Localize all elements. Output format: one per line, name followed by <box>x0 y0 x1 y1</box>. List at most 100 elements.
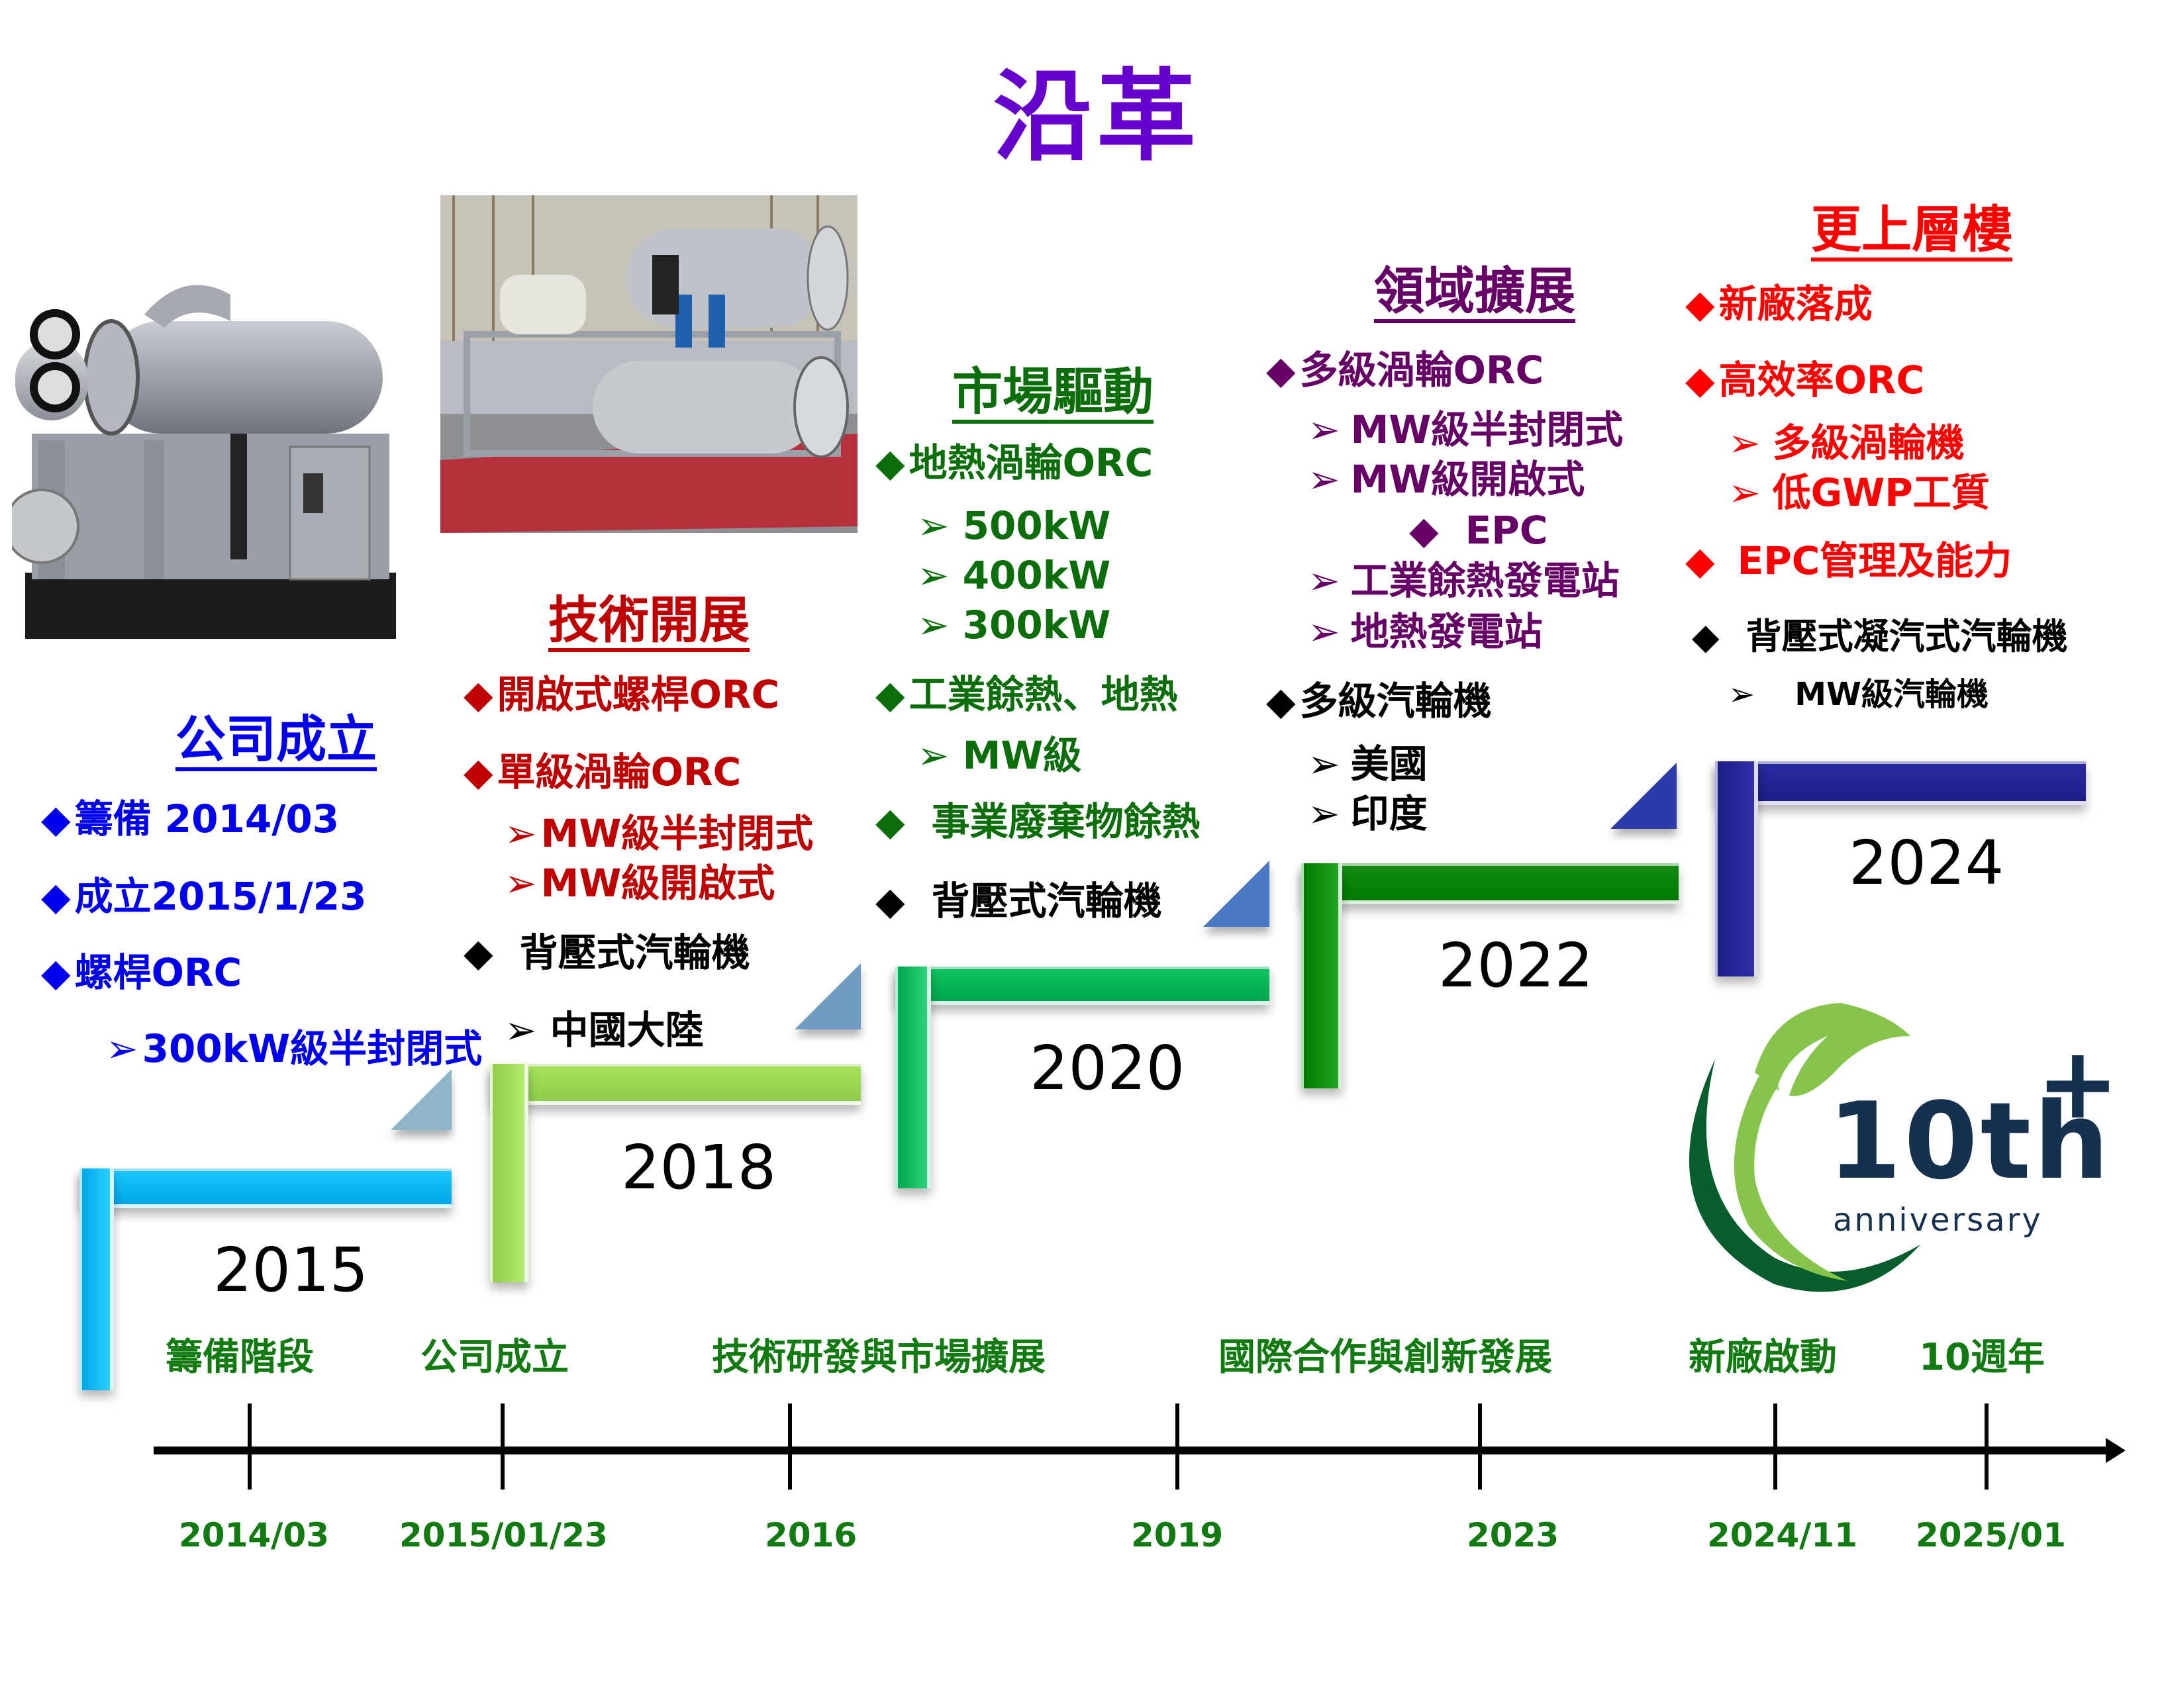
arrow-bullet-icon: ➢ <box>1308 609 1340 654</box>
market-subitem-2: ➢400kW <box>917 553 1111 598</box>
step-2018-horizontal <box>490 1064 861 1105</box>
diamond-bullet-icon: ◆ <box>875 672 905 717</box>
phase-label-5: 新廠啟動 <box>1689 1336 1837 1379</box>
step-2020-horizontal <box>895 967 1269 1005</box>
founding-item-2: ◆成立2015/1/23 <box>41 874 367 919</box>
badge-plus: + <box>2036 1026 2120 1141</box>
step-2015-vertical <box>79 1168 114 1390</box>
arrow-bullet-icon: ➢ <box>1728 420 1761 465</box>
arrow-bullet-icon: ➢ <box>505 1008 537 1053</box>
arrow-bullet-icon: ➢ <box>505 811 537 856</box>
phase-label-3: 技術研發與市場擴展 <box>712 1336 1046 1379</box>
expansion-subitem-4: ➢地熱發電站 <box>1308 609 1543 654</box>
expansion-item-1: ◆多級渦輪ORC <box>1266 348 1544 393</box>
founding-item-1: ◆籌備 2014/03 <box>41 796 340 841</box>
tech-item-3: ◆背壓式汽輪機 <box>464 930 750 975</box>
section-title-tech: 技術開展 <box>548 591 750 649</box>
diamond-bullet-icon: ◆ <box>1685 538 1715 583</box>
founding-subitem-1: ➢300kW級半封閉式 <box>106 1026 483 1071</box>
arrow-bullet-icon: ➢ <box>917 503 950 548</box>
date-label-7: 2025/01 <box>1916 1516 2067 1554</box>
expansion-subitem-6: ➢印度 <box>1308 791 1428 836</box>
arrow-bullet-icon: ➢ <box>1728 470 1761 515</box>
step-riser-triangle-1 <box>391 1069 452 1130</box>
orc-unit-photo-1 <box>12 261 413 652</box>
section-title-founding: 公司成立 <box>175 710 377 769</box>
expansion-item-2: ◆EPC <box>1409 508 1548 553</box>
arrow-bullet-icon: ➢ <box>1308 791 1340 836</box>
expansion-item-3: ◆多級汽輪機 <box>1266 679 1492 724</box>
arrow-bullet-icon: ➢ <box>1308 741 1340 786</box>
arrow-bullet-icon: ➢ <box>1308 457 1340 502</box>
step-year-2015: 2015 <box>213 1235 369 1305</box>
timeline-tick <box>1773 1403 1777 1490</box>
higher-item-2: ◆高效率ORC <box>1685 357 1925 403</box>
diamond-bullet-icon: ◆ <box>464 930 493 975</box>
badge-sub-text: anniversary <box>1833 1202 2043 1239</box>
diamond-bullet-icon: ◆ <box>1692 616 1720 657</box>
higher-item-3: ◆EPC管理及能力 <box>1685 538 2012 583</box>
arrow-bullet-icon: ➢ <box>1308 558 1340 603</box>
step-year-2022: 2022 <box>1438 930 1594 1001</box>
step-year-2018: 2018 <box>621 1132 777 1203</box>
step-2024-vertical <box>1715 761 1758 976</box>
higher-subitem-3: ➢MW級汽輪機 <box>1728 676 1989 713</box>
orc-unit-photo-2 <box>440 195 858 533</box>
diamond-bullet-icon: ◆ <box>1409 508 1439 553</box>
higher-item-1: ◆新廠落成 <box>1685 281 1873 326</box>
diamond-bullet-icon: ◆ <box>464 749 493 794</box>
step-year-2024: 2024 <box>1849 828 2004 898</box>
diamond-bullet-icon: ◆ <box>1266 679 1296 724</box>
diamond-bullet-icon: ◆ <box>875 878 905 924</box>
step-2024-horizontal <box>1715 761 2086 805</box>
phase-label-1: 籌備階段 <box>166 1336 314 1379</box>
diamond-bullet-icon: ◆ <box>41 874 71 919</box>
arrow-bullet-icon: ➢ <box>917 602 950 647</box>
arrow-bullet-icon: ➢ <box>1308 407 1340 452</box>
anniversary-badge: 10th + anniversary <box>1669 980 2120 1324</box>
timeline-tick <box>1478 1403 1482 1490</box>
page-title: 沿革 <box>993 60 1201 175</box>
arrow-bullet-icon: ➢ <box>1728 676 1755 713</box>
diamond-bullet-icon: ◆ <box>1685 281 1715 326</box>
step-2022-horizontal <box>1301 863 1679 904</box>
diamond-bullet-icon: ◆ <box>41 796 71 841</box>
leaf-ring-icon <box>1689 1003 1920 1292</box>
founding-item-3: ◆螺桿ORC <box>41 950 242 995</box>
date-label-3: 2016 <box>765 1516 858 1554</box>
market-item-1: ◆地熱渦輪ORC <box>875 440 1154 485</box>
date-label-1: 2014/03 <box>179 1516 330 1554</box>
timeline-tick <box>501 1403 505 1490</box>
date-label-2: 2015/01/23 <box>399 1516 608 1554</box>
step-2020-vertical <box>895 967 931 1188</box>
tech-subitem-3: ➢中國大陸 <box>505 1008 704 1053</box>
tech-item-1: ◆開啟式螺桿ORC <box>464 672 780 717</box>
timeline-arrow-head-icon <box>2106 1438 2126 1463</box>
arrow-bullet-icon: ➢ <box>106 1026 138 1071</box>
expansion-subitem-5: ➢美國 <box>1308 741 1428 786</box>
diamond-bullet-icon: ◆ <box>1685 357 1715 403</box>
diamond-bullet-icon: ◆ <box>41 950 71 995</box>
step-riser-triangle-4 <box>1610 763 1677 829</box>
timeline-tick <box>788 1403 792 1490</box>
date-label-4: 2019 <box>1131 1516 1224 1554</box>
higher-subitem-2: ➢低GWP工質 <box>1728 470 1990 515</box>
market-item-2: ◆工業餘熱、地熱 <box>875 672 1178 717</box>
market-item-4: ◆背壓式汽輪機 <box>875 878 1162 924</box>
step-2022-vertical <box>1301 863 1342 1088</box>
market-subitem-4: ➢MW級 <box>917 733 1082 778</box>
step-riser-triangle-3 <box>1203 861 1269 927</box>
section-title-expansion: 領域擴展 <box>1374 261 1575 320</box>
diamond-bullet-icon: ◆ <box>1266 348 1296 393</box>
step-2018-vertical <box>490 1064 528 1282</box>
step-riser-triangle-2 <box>795 963 861 1029</box>
arrow-bullet-icon: ➢ <box>505 861 537 906</box>
expansion-subitem-2: ➢MW級開啟式 <box>1308 457 1585 502</box>
phase-label-6: 10週年 <box>1919 1336 2045 1379</box>
timeline-tick <box>248 1403 252 1490</box>
step-year-2020: 2020 <box>1030 1033 1185 1104</box>
date-label-5: 2023 <box>1467 1516 1559 1554</box>
date-label-6: 2024/11 <box>1707 1516 1858 1554</box>
diamond-bullet-icon: ◆ <box>875 440 905 485</box>
tech-subitem-2: ➢MW級開啟式 <box>505 861 775 906</box>
